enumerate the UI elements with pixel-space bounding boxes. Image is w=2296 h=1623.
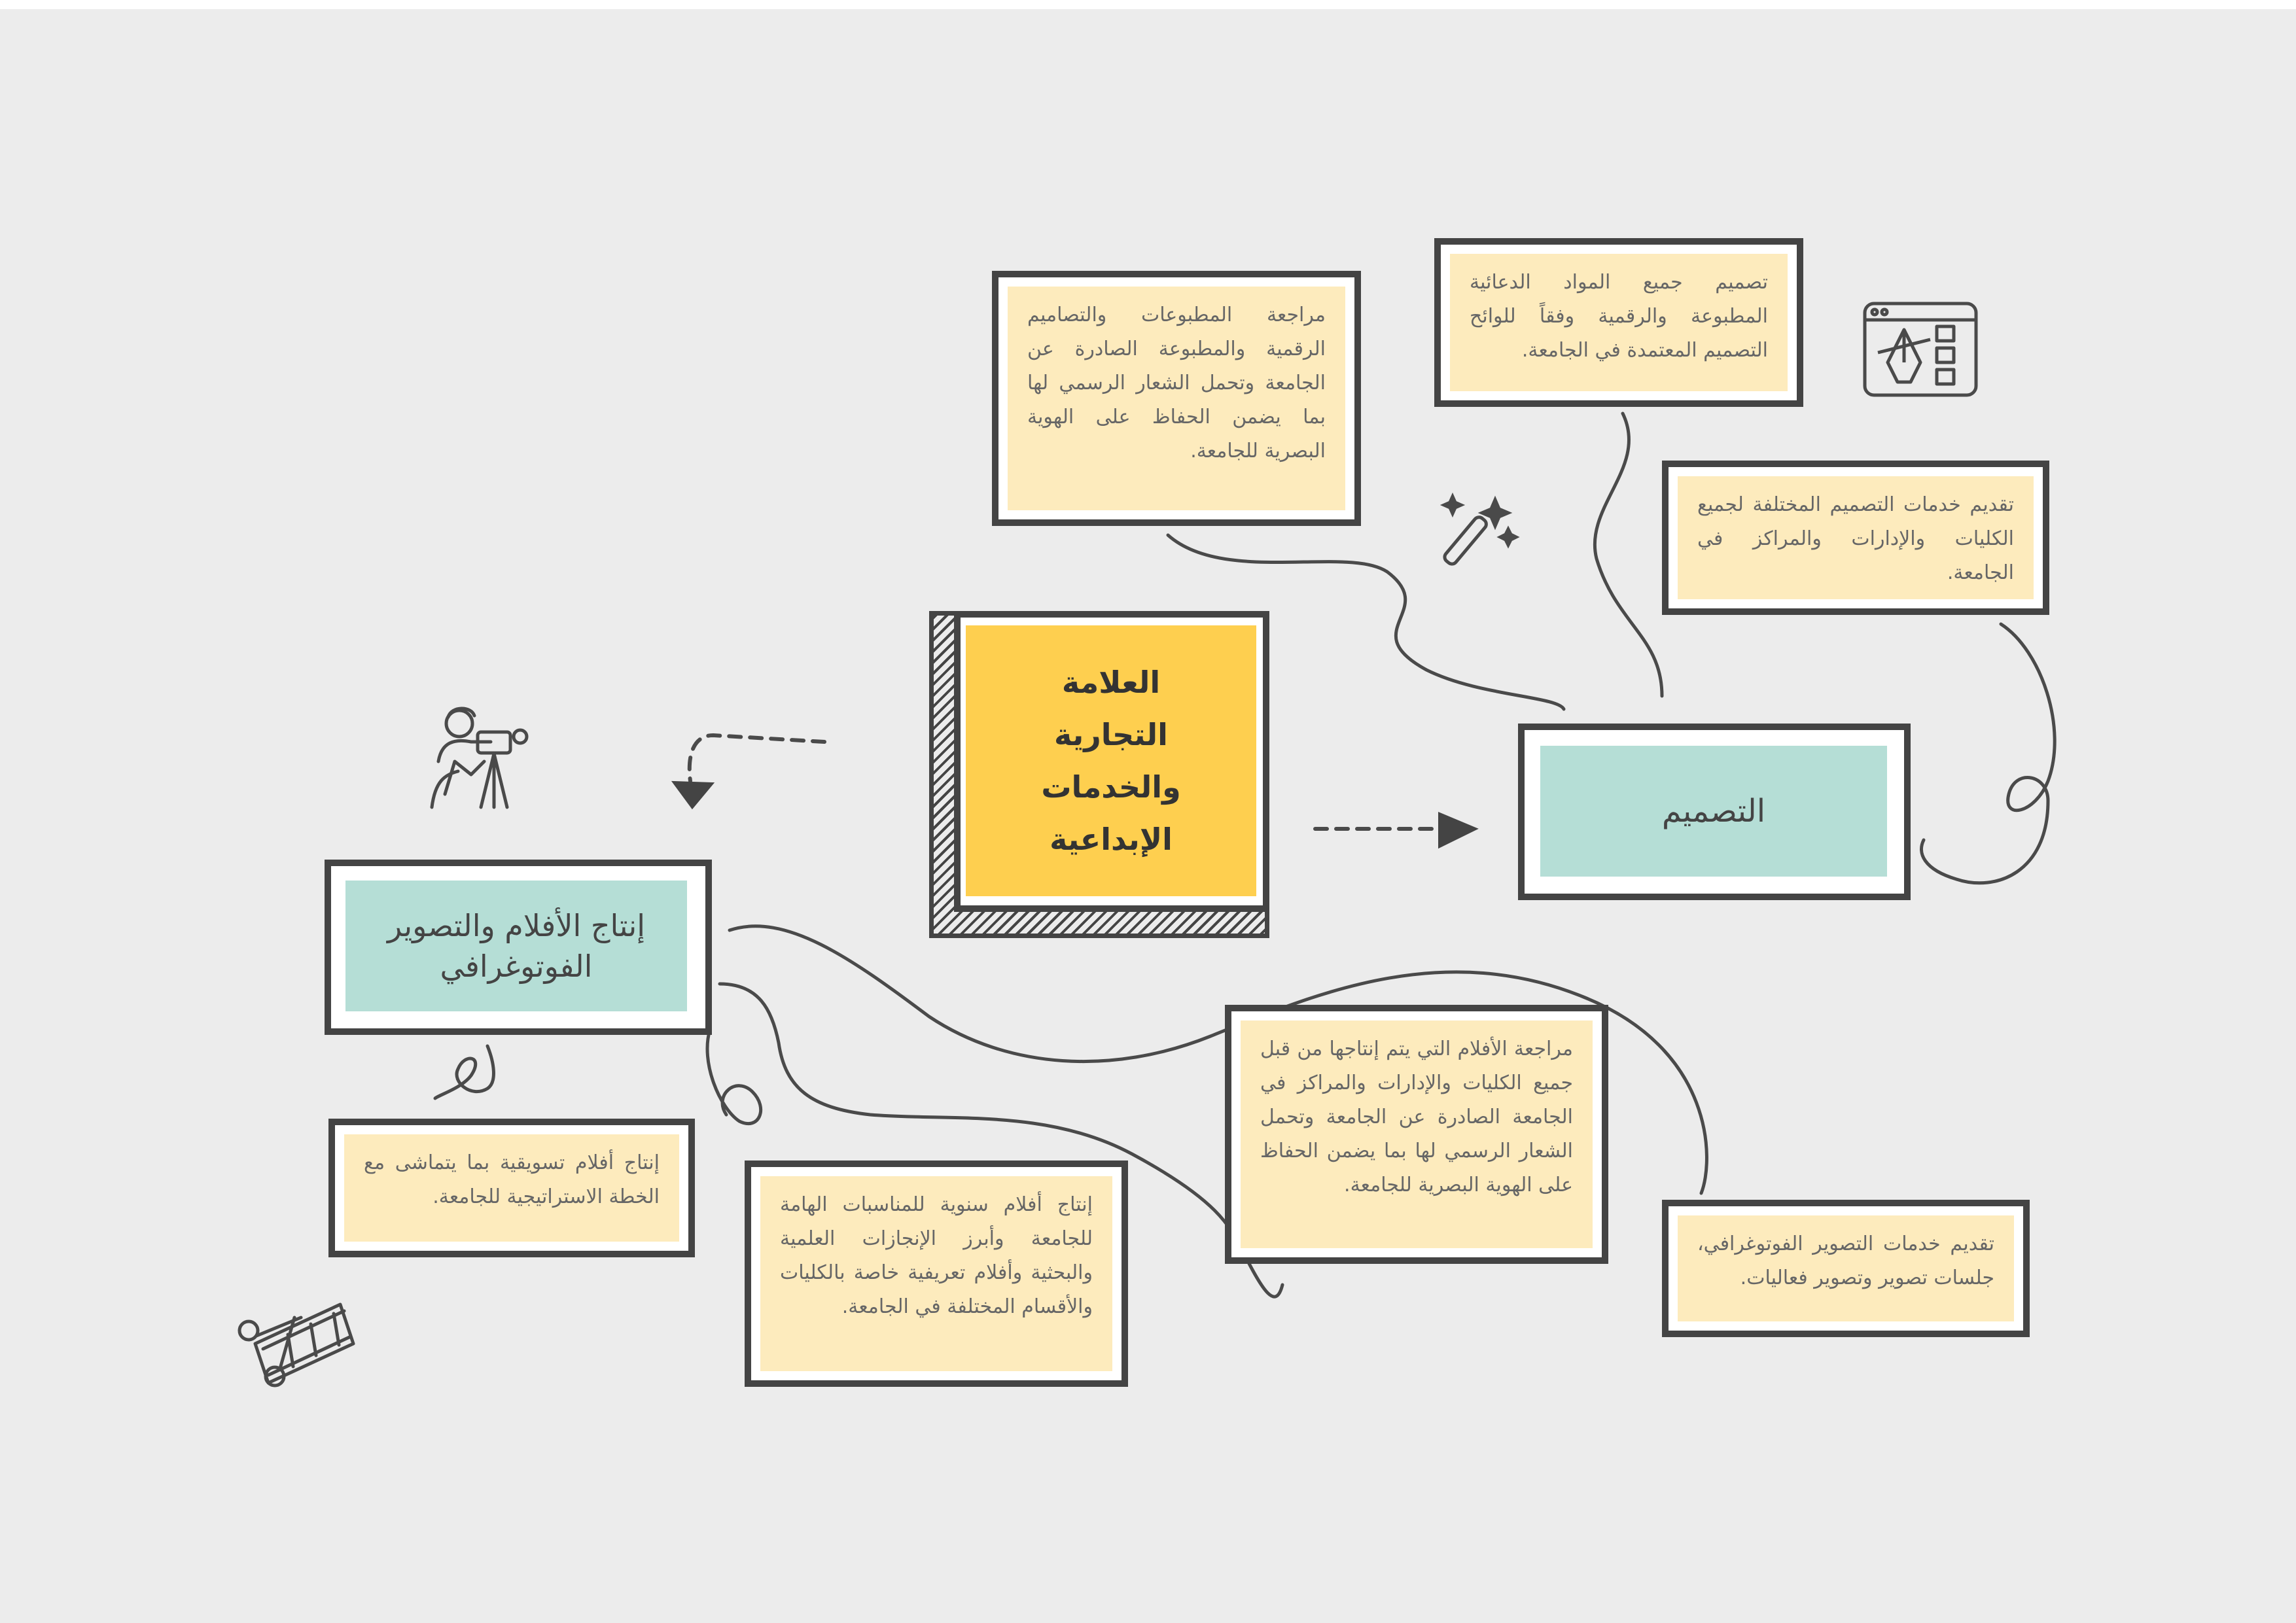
film-note-annual: إنتاج أفلام سنوية للمناسبات الهامة للجام…: [745, 1161, 1128, 1387]
film-note-annual-text: إنتاج أفلام سنوية للمناسبات الهامة للجام…: [760, 1176, 1112, 1371]
magic-wand-icon: [1439, 492, 1520, 566]
connector-film-marketing: [433, 1044, 495, 1100]
film-note-review: مراجعة الأفلام التي يتم إنتاجها من قبل ج…: [1225, 1005, 1608, 1264]
mind-map-canvas: العلامة التجارية والخدمات الإبداعية التص…: [0, 9, 2296, 1623]
center-card: العلامة التجارية والخدمات الإبداعية: [929, 611, 1269, 938]
design-tool-icon: [1863, 302, 1978, 397]
design-note-promo-text: تصميم جميع المواد الدعائية المطبوعة والر…: [1450, 254, 1788, 391]
film-title: إنتاج الأفلام والتصوير الفوتوغرافي: [387, 908, 646, 984]
film-note-review-text: مراجعة الأفلام التي يتم إنتاجها من قبل ج…: [1241, 1021, 1593, 1248]
connector-design-all: [1593, 411, 1664, 698]
connector-lines: [433, 411, 2057, 1299]
cameraman-icon: [430, 707, 529, 809]
design-note-review: مراجعة المطبوعات والتصاميم الرقمية والمط…: [992, 271, 1361, 526]
film-note-photo: تقديم خدمات التصوير الفوتوغرافي، جلسات ت…: [1662, 1200, 2030, 1337]
design-note-services: تقديم خدمات التصميم المختلفة لجميع الكلي…: [1662, 461, 2049, 615]
film-scissors-icon: [238, 1302, 355, 1387]
arrow-head-icon: [671, 780, 715, 810]
center-title: العلامة التجارية والخدمات الإبداعية: [1041, 665, 1181, 857]
connector-film-annual: [705, 1028, 763, 1126]
design-note-promo: تصميم جميع المواد الدعائية المطبوعة والر…: [1434, 238, 1803, 407]
film-note-photo-text: تقديم خدمات التصوير الفوتوغرافي، جلسات ت…: [1678, 1215, 2014, 1321]
design-note-services-text: تقديم خدمات التصميم المختلفة لجميع الكلي…: [1678, 476, 2034, 599]
connector-design-review: [1166, 533, 1566, 711]
film-node: إنتاج الأفلام والتصوير الفوتوغرافي: [325, 860, 712, 1035]
design-note-review-text: مراجعة المطبوعات والتصاميم الرقمية والمط…: [1008, 287, 1345, 510]
design-node: التصميم: [1518, 724, 1911, 900]
film-note-marketing-text: إنتاج أفلام تسويقية بما يتماشى مع الخطة …: [344, 1134, 679, 1242]
film-note-marketing: إنتاج أفلام تسويقية بما يتماشى مع الخطة …: [328, 1119, 695, 1257]
design-title: التصميم: [1661, 793, 1766, 829]
connector-design-photo: [728, 924, 1708, 1195]
dashed-arrow-left: [687, 733, 826, 783]
arrow-head-icon: [1438, 811, 1479, 849]
connector-design-services: [1920, 622, 2057, 885]
